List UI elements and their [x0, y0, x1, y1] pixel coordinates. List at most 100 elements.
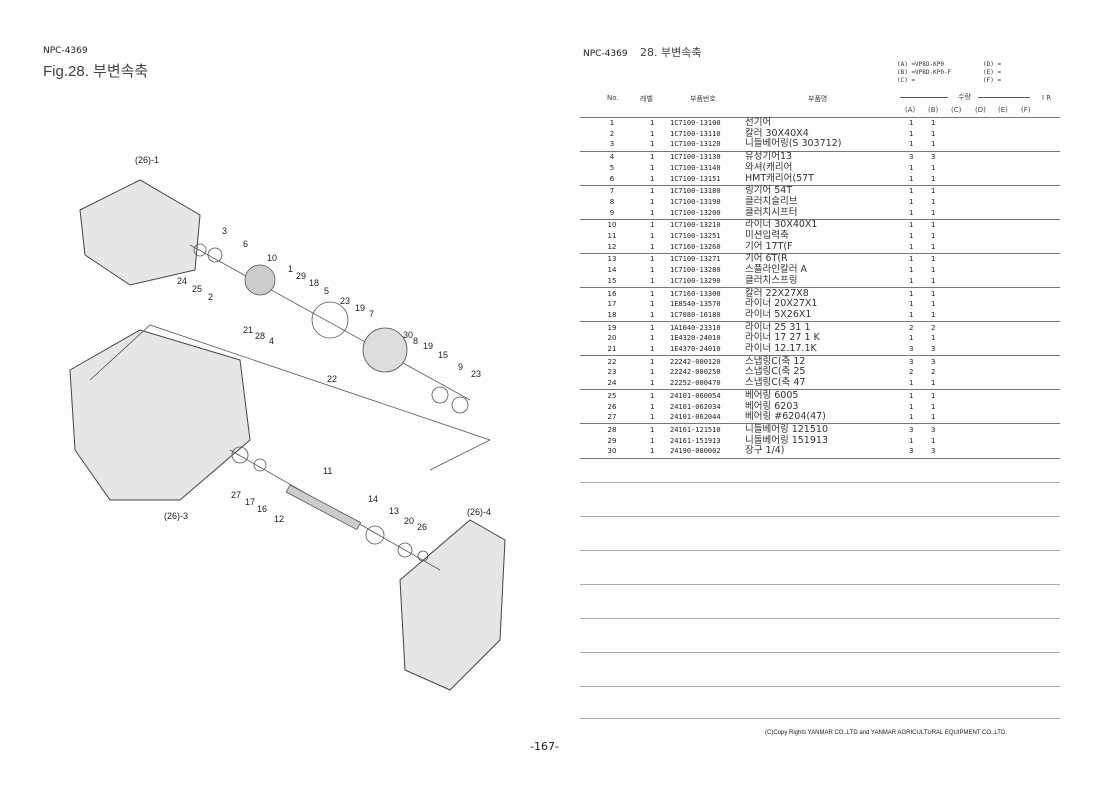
- cell-pn: 1C7160-13300: [670, 289, 721, 298]
- blank-row-rule: [580, 482, 1060, 483]
- cell-lv: 1: [650, 221, 655, 230]
- cell-b: 1: [931, 140, 936, 149]
- cell-b: 1: [931, 334, 936, 343]
- cell-b: 1: [931, 413, 936, 422]
- cell-no: 24: [607, 379, 617, 388]
- cell-b: 1: [931, 163, 936, 172]
- cell-name: 미션입력축: [745, 230, 789, 241]
- cell-no: 9: [609, 208, 615, 217]
- cell-a: 1: [909, 276, 914, 285]
- cell-lv: 1: [650, 323, 655, 332]
- callout-label: 25: [192, 284, 203, 294]
- callout-label: 7: [369, 309, 375, 319]
- blank-row-rule: [580, 516, 1060, 517]
- cell-a: 1: [909, 266, 914, 275]
- callout-label: 30: [403, 330, 414, 340]
- cell-a: 3: [909, 153, 914, 162]
- cell-pn: 1C7100-13200: [670, 208, 721, 217]
- cell-name: 베어링 #6204(47): [745, 411, 826, 423]
- callout-label: 13: [389, 506, 400, 516]
- group-rule: [580, 389, 1060, 391]
- cell-a: 1: [909, 289, 914, 298]
- cell-name: 클러치시프터: [745, 206, 798, 218]
- cell-lv: 1: [650, 255, 655, 264]
- cell-b: 1: [931, 402, 936, 411]
- model-legend-f: (F) =: [983, 77, 1002, 84]
- callout-label: 8: [413, 336, 419, 346]
- cell-no: 2: [609, 129, 615, 138]
- cell-name: 와셔(캐리어: [745, 161, 793, 173]
- cell-a: 1: [909, 140, 914, 149]
- cell-b: 2: [931, 323, 936, 332]
- cell-name: 칼러 30X40X4: [745, 127, 809, 139]
- cell-lv: 1: [650, 368, 655, 377]
- callout-label: 23: [471, 369, 482, 379]
- cell-name: 기어 17T(F: [745, 240, 793, 252]
- group-rule: [580, 150, 1060, 152]
- cell-name: 라이너 17 27 1 K: [745, 332, 820, 344]
- callout-label: 28: [255, 331, 266, 341]
- cell-pn: 1C7100-13251: [670, 232, 721, 240]
- cell-b: 1: [931, 242, 936, 251]
- cell-a: 1: [909, 402, 914, 411]
- cell-no: 23: [607, 368, 617, 377]
- callout-label: 27: [231, 490, 242, 500]
- cell-pn: 22252-000470: [670, 379, 721, 388]
- cell-lv: 1: [650, 276, 655, 285]
- group-rule: [580, 355, 1060, 357]
- copyright: (C)Copy Rights YANMAR CO.,LTD and YANMAR…: [765, 730, 1007, 736]
- cell-b: 1: [931, 300, 936, 309]
- header-rule: [580, 117, 1060, 118]
- callout-label: 23: [340, 296, 351, 306]
- cell-b: 1: [931, 119, 936, 127]
- cell-lv: 1: [650, 391, 655, 400]
- model-legend-a: (A) =VP8D-KP0: [897, 61, 944, 68]
- blank-row-rule: [580, 652, 1060, 653]
- cell-lv: 1: [650, 310, 655, 319]
- housing-main: [69, 329, 251, 501]
- cell-a: 1: [909, 310, 914, 319]
- cell-pn: 1C7100-13210: [670, 221, 721, 230]
- callout-label: 19: [355, 303, 366, 313]
- cell-pn: 1C7100-13100: [670, 119, 721, 127]
- cell-a: 1: [909, 413, 914, 422]
- cell-b: 1: [931, 436, 936, 445]
- cell-lv: 1: [650, 163, 655, 172]
- cell-b: 3: [931, 153, 936, 162]
- cell-no: 21: [607, 345, 617, 353]
- cell-pn: 22242-000120: [670, 357, 721, 366]
- header-col-c: (C): [951, 106, 962, 114]
- callout-label: (26)-4: [467, 507, 492, 517]
- cell-lv: 1: [650, 436, 655, 445]
- cell-pn: 1E8540-13570: [670, 300, 721, 309]
- cell-lv: 1: [650, 447, 655, 456]
- qty-rule-right: [978, 97, 1030, 98]
- cell-a: 1: [909, 221, 914, 230]
- cell-a: 1: [909, 334, 914, 343]
- cell-b: 1: [931, 187, 936, 196]
- page-number: -167-: [530, 740, 559, 753]
- cell-a: 2: [909, 368, 914, 377]
- cell-no: 22: [607, 357, 617, 366]
- cell-b: 1: [931, 208, 936, 217]
- housing-lower: [399, 519, 506, 691]
- cell-pn: 1E4370-24010: [670, 345, 721, 353]
- header-ir: I R: [1042, 94, 1052, 102]
- cell-no: 28: [607, 425, 617, 434]
- cell-lv: 1: [650, 289, 655, 298]
- cell-pn: 1C7080-16180: [670, 310, 721, 319]
- cell-a: 1: [909, 300, 914, 309]
- qty-rule-left: [900, 97, 948, 98]
- cell-a: 3: [909, 425, 914, 434]
- cell-b: 3: [931, 357, 936, 366]
- cell-name: 니들베어링(S 303712): [745, 138, 842, 150]
